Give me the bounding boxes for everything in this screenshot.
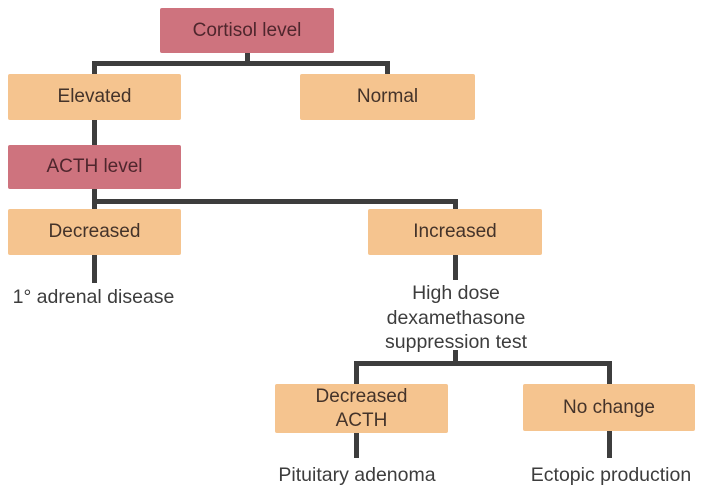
node-elevated: Elevated (8, 74, 181, 120)
connector-to-increased (453, 199, 458, 209)
node-cortisol-level: Cortisol level (160, 8, 334, 53)
connector-decreased-to-adrenal (92, 255, 97, 283)
node-increased: Increased (368, 209, 542, 255)
node-acth-level: ACTH level (8, 145, 181, 189)
connector-to-no-change (607, 361, 612, 384)
node-decreased-acth: Decreased ACTH (275, 384, 448, 433)
node-cortisol-level-label: Cortisol level (192, 19, 302, 41)
node-normal-label: Normal (356, 86, 419, 107)
node-no-change: No change (523, 384, 695, 431)
connector-increased-to-test (453, 255, 458, 280)
node-elevated-label: Elevated (57, 86, 132, 107)
node-decreased: Decreased (8, 209, 181, 255)
connector-test-stub (453, 350, 458, 366)
connector-to-pituitary-adenoma (354, 433, 359, 458)
connector-to-elevated (92, 61, 97, 74)
node-decreased-acth-label: Decreased ACTH (315, 385, 408, 431)
connector-to-normal (385, 61, 390, 74)
connector-cortisol-stub (245, 52, 250, 63)
step-high-dose-dexamethasone-suppression-test: High dose dexamethasone suppression test (385, 282, 527, 353)
outcome-ectopic-production: Ectopic production (530, 464, 692, 486)
connector-cortisol-branch-horizontal (92, 61, 390, 66)
connector-elevated-to-acth (92, 120, 97, 145)
connector-to-ectopic-production (607, 431, 612, 458)
connector-to-decreased-acth (354, 361, 359, 384)
node-no-change-label: No change (563, 396, 655, 418)
connector-acth-branch-horizontal (92, 199, 458, 204)
outcome-pituitary-adenoma: Pituitary adenoma (278, 464, 436, 486)
node-normal: Normal (300, 74, 475, 120)
connector-test-branch-horizontal (354, 361, 612, 366)
node-increased-label: Increased (413, 221, 497, 242)
node-decreased-label: Decreased (48, 221, 141, 242)
node-acth-level-label: ACTH level (46, 156, 143, 177)
outcome-primary-adrenal-disease: 1° adrenal disease (12, 286, 175, 308)
